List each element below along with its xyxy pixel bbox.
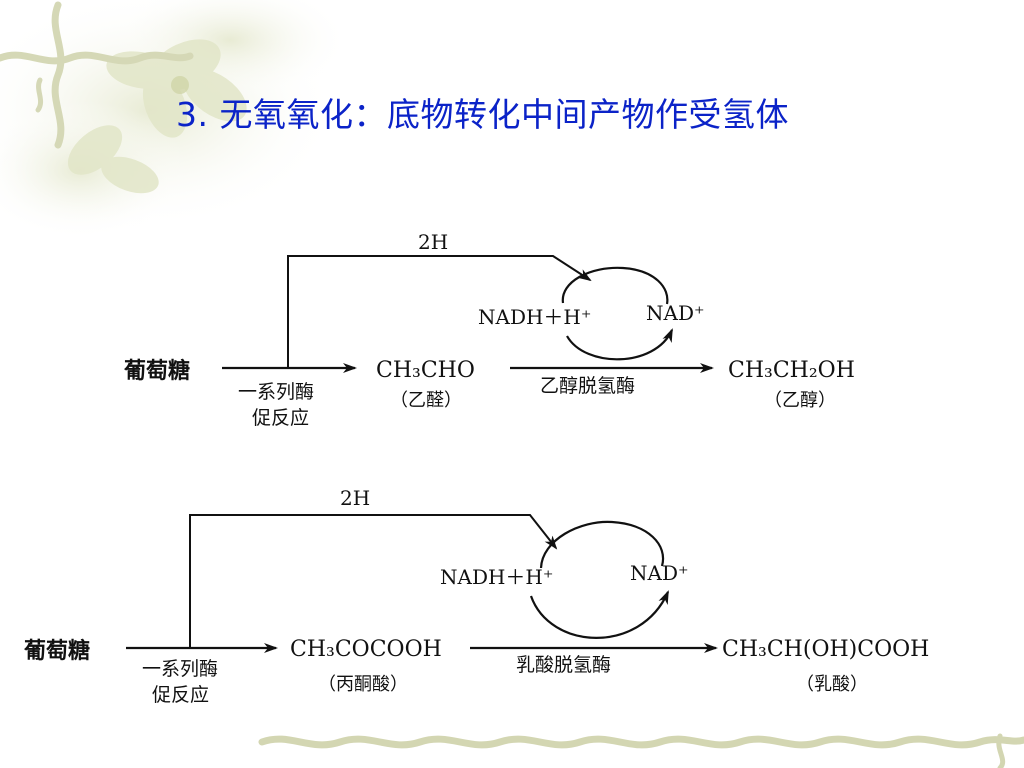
ethanol-formula: CH₃CH₂OH [728, 358, 855, 383]
acetaldehyde-formula: CH₃CHO [376, 358, 475, 383]
glucose-label-2: 葡萄糖 [23, 638, 90, 664]
ethanol-pathway: 2H NADH＋H⁺ NAD⁺ 葡萄糖 一系列酶 促反应 CH₃CHO （乙醛）… [123, 230, 855, 429]
ethanol-name: （乙醇） [764, 390, 836, 411]
nadh-oxidation-arc-2 [529, 590, 670, 639]
nad-label: NAD⁺ [646, 301, 705, 325]
pyruvate-formula: CH₃COCOOH [290, 637, 442, 662]
slide-title: 3. 无氧氧化：底物转化中间产物作受氢体 [176, 95, 789, 134]
enzyme-series-label: 一系列酶 [238, 381, 314, 403]
lactate-name: （乳酸） [796, 674, 868, 695]
alcohol-dehydrogenase-label: 乙醇脱氢酶 [540, 375, 635, 397]
bottom-vine-decoration-icon [258, 733, 1024, 768]
nadh-label: NADH＋H⁺ [478, 305, 591, 329]
lactate-dehydrogenase-label: 乳酸脱氢酶 [516, 654, 611, 676]
hydrogen-transfer-line [287, 255, 592, 368]
enzyme-series-label-2-line2: 促反应 [152, 684, 209, 706]
acetaldehyde-name: （乙醛） [390, 390, 462, 411]
hydrogen-label-2: 2H [340, 486, 370, 510]
pyruvate-name: （丙酮酸） [318, 674, 408, 695]
nadh-oxidation-arc [566, 328, 674, 361]
nad-regeneration-arc-2 [539, 520, 665, 569]
nad-regeneration-arc [561, 266, 669, 305]
hydrogen-label: 2H [418, 230, 448, 254]
enzyme-series-label-2: 一系列酶 [142, 658, 218, 680]
hydrogen-transfer-line-2 [189, 514, 558, 648]
enzyme-series-label-line2: 促反应 [252, 407, 309, 429]
lactate-pathway: 2H NADH＋H⁺ NAD⁺ 葡萄糖 一系列酶 促反应 CH₃COCOOH （… [23, 486, 929, 706]
nadh-label-2: NADH＋H⁺ [440, 565, 553, 589]
nad-label-2: NAD⁺ [630, 561, 689, 585]
lactate-formula: CH₃CH(OH)COOH [722, 637, 929, 662]
glucose-label: 葡萄糖 [123, 358, 190, 384]
vine-decoration-icon [0, 1, 194, 149]
